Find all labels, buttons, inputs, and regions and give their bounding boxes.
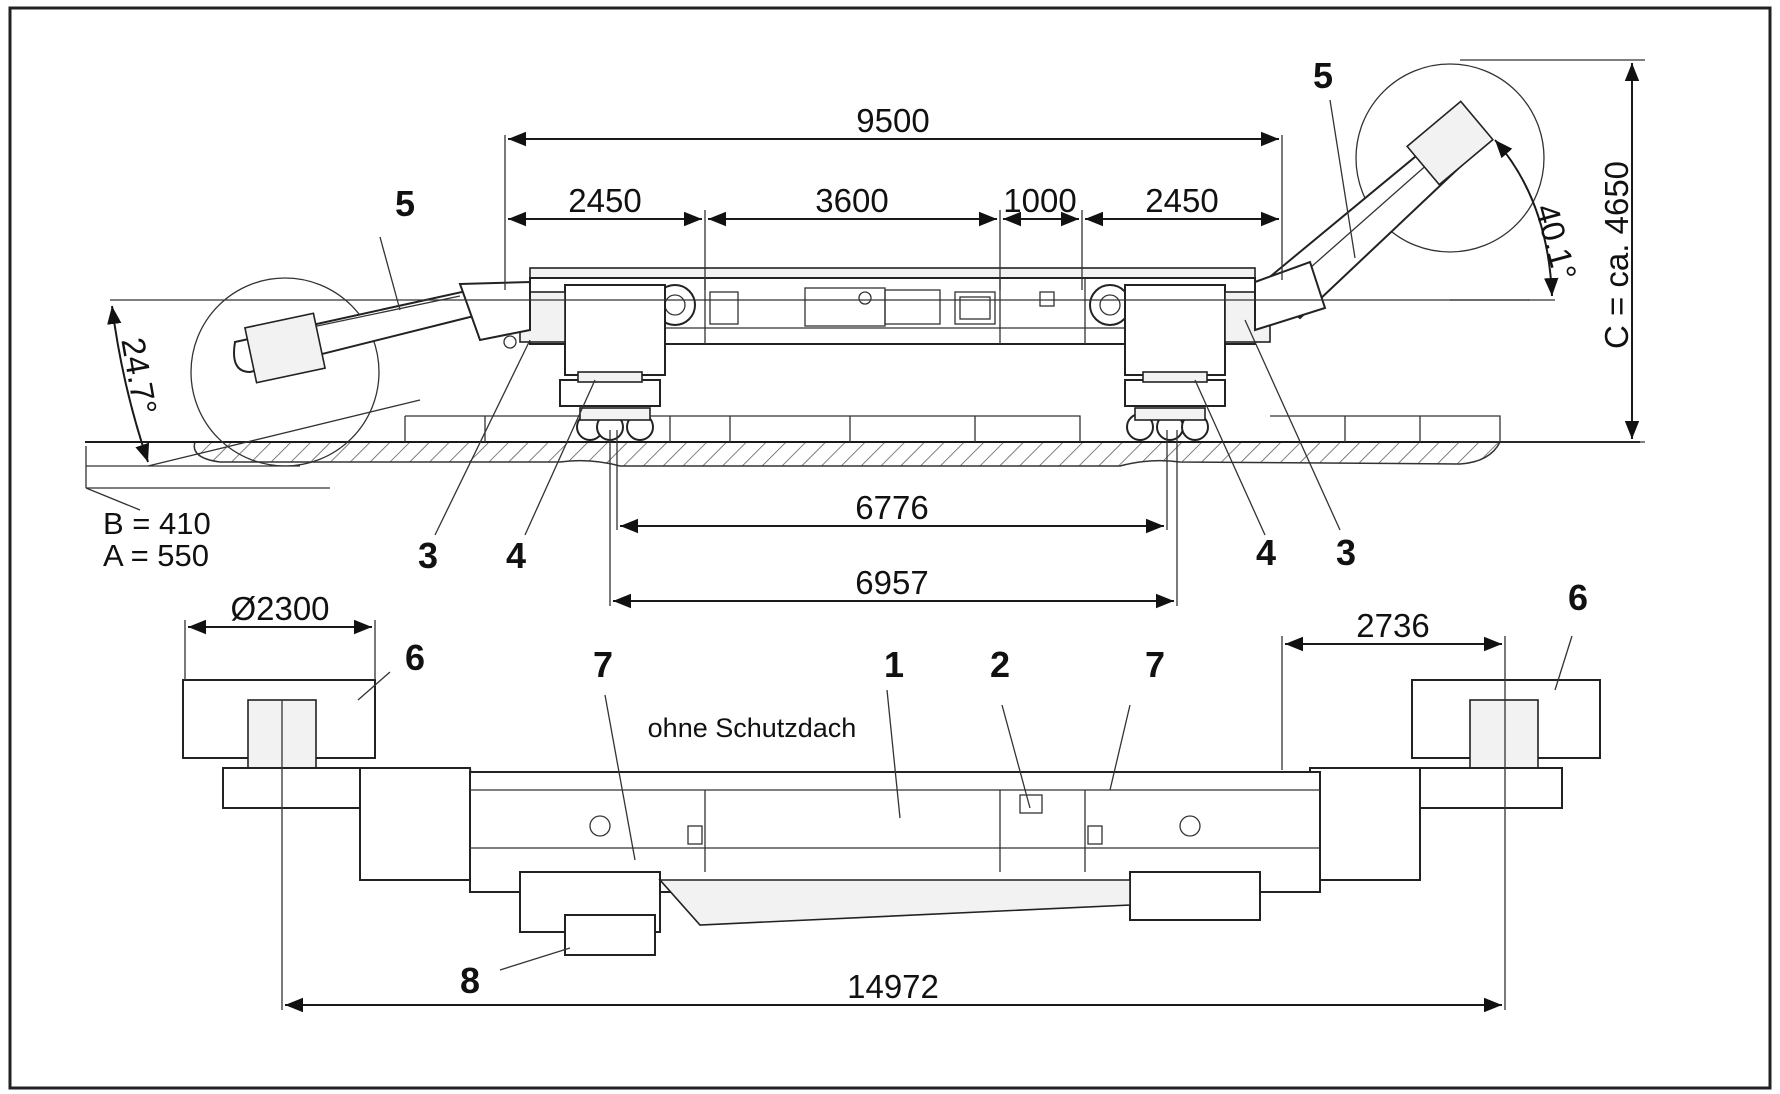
angle-left: 24.7° <box>114 335 164 418</box>
wheel-set-left <box>559 371 661 441</box>
param-a: A = 550 <box>103 538 209 573</box>
dimension-labels: 9500 2450 3600 1000 2450 C = ca. 4650 24… <box>103 102 1635 1005</box>
ground-section <box>85 415 1640 467</box>
callout-3-right: 3 <box>1336 532 1356 573</box>
note-without-roof: ohne Schutzdach <box>648 713 857 743</box>
callout-7-left: 7 <box>593 644 613 685</box>
dim-6776: 6776 <box>855 489 928 526</box>
callout-2: 2 <box>990 644 1010 685</box>
callout-5-right: 5 <box>1313 55 1333 96</box>
callout-7-right: 7 <box>1145 644 1165 685</box>
dim-height-c: C = ca. 4650 <box>1598 161 1635 349</box>
callout-5-left: 5 <box>395 183 415 224</box>
dim-6957: 6957 <box>855 564 928 601</box>
wheel-set-right <box>1124 371 1226 441</box>
dim-2450-right: 2450 <box>1145 182 1218 219</box>
dim-2450-left: 2450 <box>568 182 641 219</box>
dimension-lines-side <box>85 63 1640 609</box>
callout-6-left: 6 <box>405 637 425 678</box>
callout-6-right: 6 <box>1568 577 1588 618</box>
callout-4-left: 4 <box>506 535 526 576</box>
dim-14972: 14972 <box>847 968 939 1005</box>
dim-9500: 9500 <box>856 102 929 139</box>
callout-labels: 5 5 3 4 4 3 6 6 7 1 2 7 8 <box>395 55 1588 1001</box>
angle-right: 40.1° <box>1528 200 1584 284</box>
top-view <box>182 679 1601 956</box>
drawing-border <box>8 6 1772 1090</box>
dim-3600: 3600 <box>815 182 888 219</box>
dim-diameter: Ø2300 <box>230 590 329 627</box>
callout-4-right: 4 <box>1256 532 1276 573</box>
carrier-body <box>519 267 1271 376</box>
side-view <box>85 59 1645 467</box>
callout-1: 1 <box>884 644 904 685</box>
boom-arm-left <box>190 277 531 467</box>
callout-3-left: 3 <box>418 535 438 576</box>
dim-1000: 1000 <box>1003 182 1076 219</box>
boom-arm-right <box>1254 63 1545 332</box>
dimension-lines-top <box>184 619 1573 1013</box>
dim-2736: 2736 <box>1356 607 1429 644</box>
param-b: B = 410 <box>103 506 211 541</box>
callout-8: 8 <box>460 960 480 1001</box>
